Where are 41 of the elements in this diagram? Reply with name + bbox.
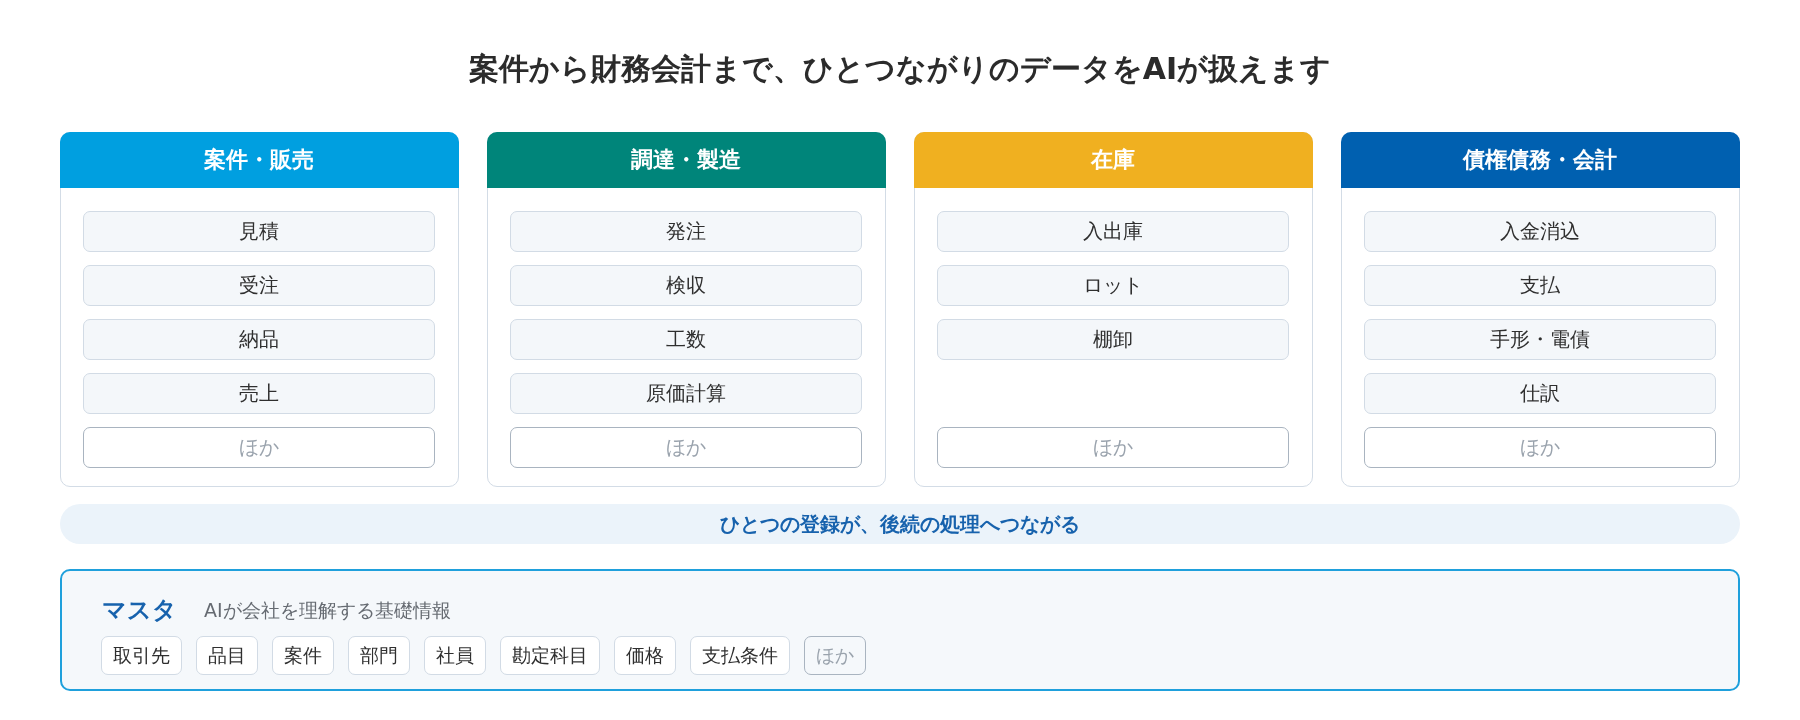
column-card	[60, 132, 459, 487]
panel-subtitle: AIが会社を理解する基礎情報	[204, 598, 451, 623]
item-box: 検収	[510, 265, 862, 306]
title: 案件から財務会計まで、ひとつながりのデータをAIが扱えます	[467, 50, 1333, 88]
item-box: 売上	[83, 373, 435, 414]
item-box: ロット	[937, 265, 1289, 306]
master-chip: 支払条件	[690, 636, 790, 675]
more-box: ほか	[1364, 427, 1716, 468]
more-box: ほか	[510, 427, 862, 468]
column-card	[487, 132, 886, 487]
item-box: 工数	[510, 319, 862, 360]
master-chip: 取引先	[101, 636, 182, 675]
master-chip: 案件	[272, 636, 334, 675]
item-box: 入金消込	[1364, 211, 1716, 252]
column-header: 調達・製造	[486, 131, 886, 188]
master-chip: 品目	[196, 636, 258, 675]
item-box: 仕訳	[1364, 373, 1716, 414]
banner: ひとつの登録が、後続の処理へつながる	[60, 504, 1740, 544]
item-box: 見積	[83, 211, 435, 252]
item-box: 入出庫	[937, 211, 1289, 252]
more-box: ほか	[937, 427, 1289, 468]
more-chip: ほか	[804, 636, 866, 675]
item-box: 棚卸	[937, 319, 1289, 360]
item-box: 納品	[83, 319, 435, 360]
column-card	[1341, 132, 1740, 487]
master-chip: 勘定科目	[500, 636, 600, 675]
master-chip: 価格	[614, 636, 676, 675]
master-chip: 部門	[348, 636, 410, 675]
item-box: 原価計算	[510, 373, 862, 414]
item-box: 発注	[510, 211, 862, 252]
column-card	[914, 132, 1313, 487]
master-chip: 社員	[424, 636, 486, 675]
item-box: 支払	[1364, 265, 1716, 306]
column-header: 在庫	[913, 131, 1313, 188]
column-header: 債権債務・会計	[1340, 131, 1740, 188]
column-header: 案件・販売	[59, 131, 459, 188]
more-box: ほか	[83, 427, 435, 468]
master-panel	[60, 569, 1740, 691]
item-box: 手形・電債	[1364, 319, 1716, 360]
panel-title: マスタ	[102, 595, 177, 626]
item-box: 受注	[83, 265, 435, 306]
